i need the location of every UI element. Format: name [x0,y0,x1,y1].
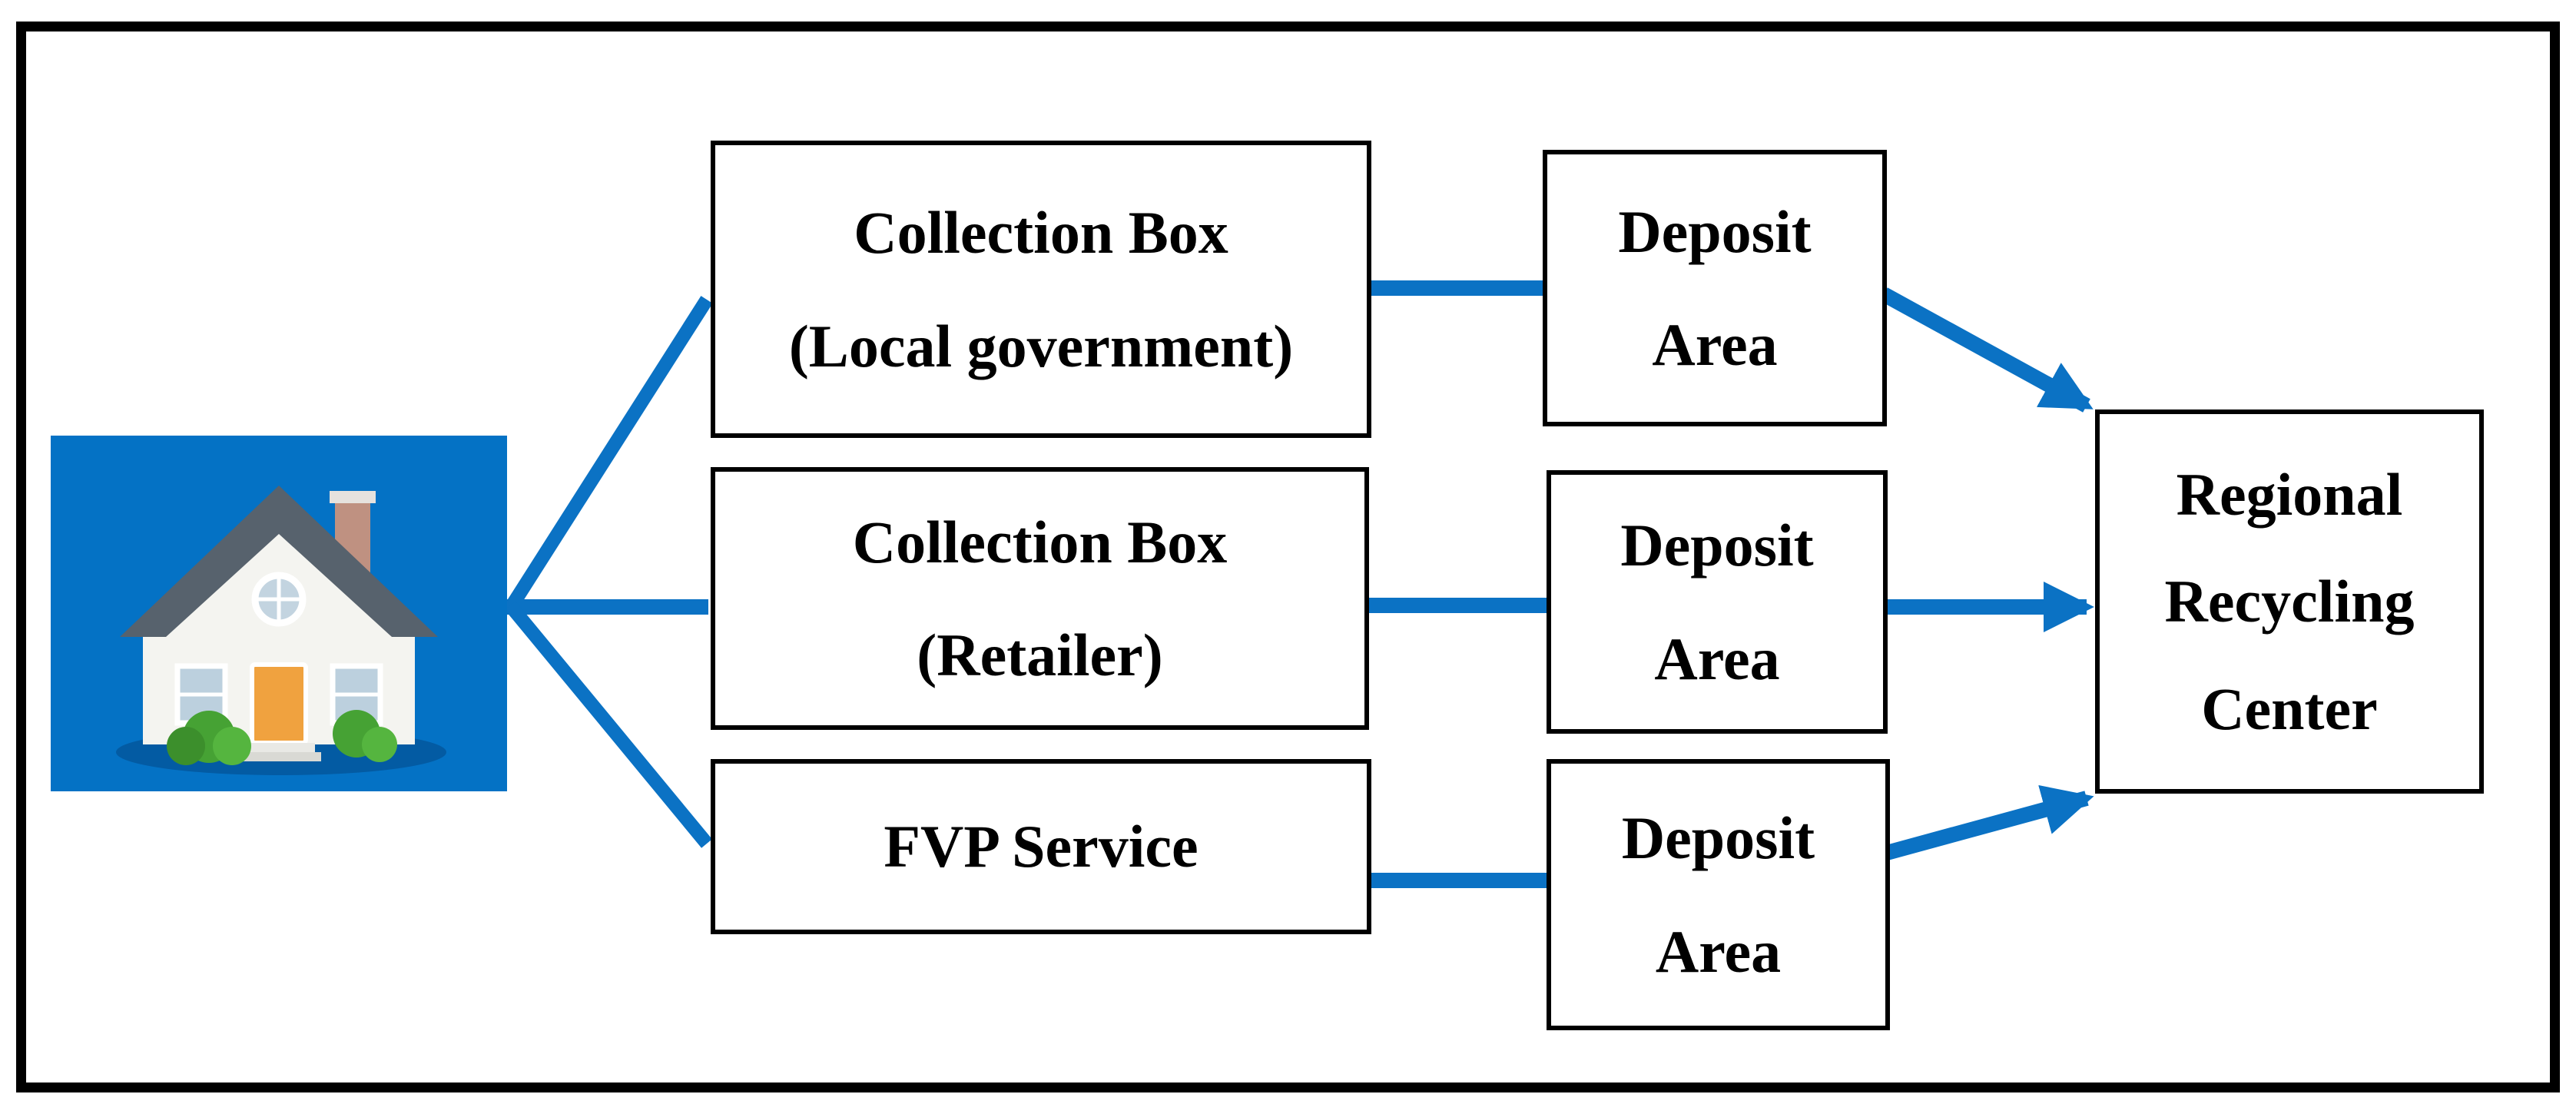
node-collection-box-retailer: Collection Box (Retailer) [711,467,1369,730]
node-label-line: Deposit [1620,512,1814,579]
node-household [51,436,507,791]
node-label-line: Regional [2176,460,2403,528]
house-icon [116,486,446,775]
node-deposit-area-middle: Deposit Area [1547,470,1888,734]
node-deposit-area-top: Deposit Area [1543,150,1887,426]
node-fvp-service: FVP Service [711,759,1371,934]
node-label-line: Deposit [1621,804,1815,872]
node-label-line: (Local government) [788,312,1294,380]
node-deposit-area-bottom: Deposit Area [1547,759,1890,1030]
node-regional-recycling-center: Regional Recycling Center [2095,409,2484,794]
node-label-line: Center [2201,675,2378,742]
node-label-line: Collection Box [854,199,1228,267]
node-collection-box-local-government: Collection Box (Local government) [711,141,1371,438]
figure-border [16,22,2560,1092]
node-label-line: (Retailer) [917,622,1163,688]
node-label-line: Deposit [1618,197,1812,265]
node-label-line: Area [1652,311,1778,378]
node-label-line: Collection Box [852,508,1228,575]
node-label-line: Area [1654,625,1780,692]
node-label-line: FVP Service [884,813,1198,880]
node-label-line: Recycling [2164,568,2415,635]
node-label-line: Area [1655,917,1782,985]
